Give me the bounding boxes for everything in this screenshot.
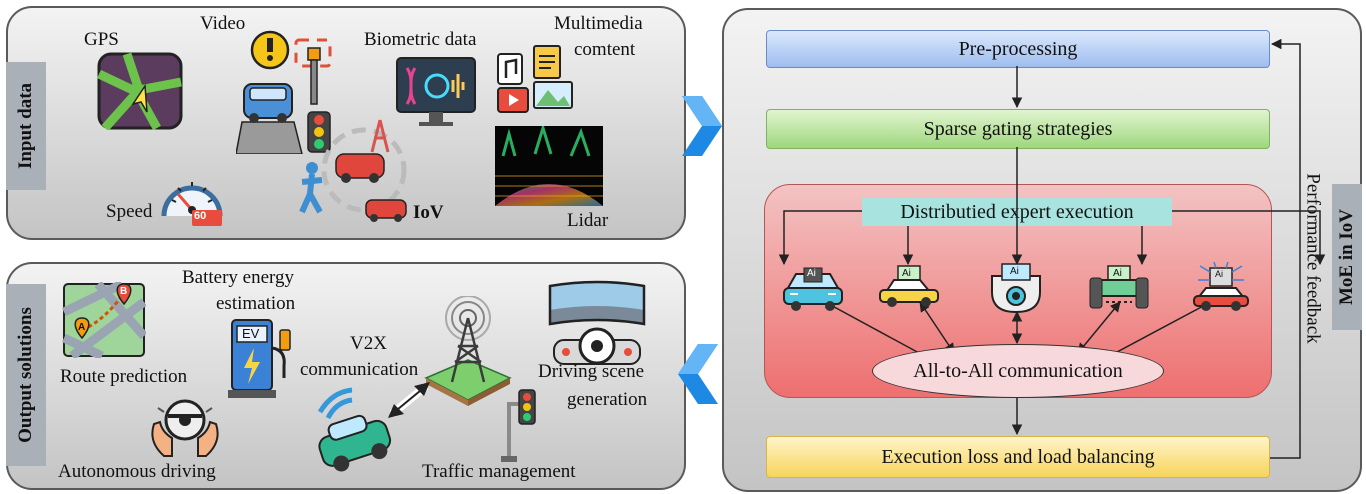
autonomous-driving-icon [151,399,219,457]
flow-arrows [778,38,1326,459]
expert-vehicle-ai-icon [879,265,939,307]
route-map-icon [62,282,146,358]
moe-in-iov-label: MoE in IoV [1332,184,1362,330]
biometric-label: Biometric data [364,29,477,50]
iov-network-icon [299,119,407,222]
battery-label-line2: estimation [216,293,296,314]
expert-robot-ai-icon [991,263,1041,314]
biometric-monitor-icon [396,57,476,126]
traffic-light-icon [307,111,331,153]
bidirectional-arrow-icon [388,382,430,418]
gps-map-icon [97,52,183,130]
expert-tag-3: Ai [1010,266,1019,277]
preprocessing-box: Pre-processing [766,30,1270,68]
speed-value: 60 [194,210,207,222]
video-label: Video [200,13,246,34]
all-to-all-ellipse: All-to-All communication [872,344,1164,398]
driving-scene-label-line2: generation [567,389,648,410]
traffic-signal-pole-icon [501,389,536,462]
route-pin-b-label: B [120,286,128,297]
iov-label: IoV [413,202,444,223]
execution-loss-box: Execution loss and load balancing [766,436,1270,478]
chevron-left-icon [678,344,718,404]
route-prediction-label: Route prediction [60,366,188,387]
driving-scene-icon [548,280,646,365]
expert-tag-1: Ai [807,268,816,279]
chevron-right-icon [682,96,722,156]
lidar-label: Lidar [567,210,609,231]
gps-label: GPS [84,29,119,50]
multimedia-label-line1: Multimedia [554,13,643,34]
expert-rover-ai-icon [1089,265,1149,309]
ev-tag: EV [242,326,260,341]
multimedia-content-icon [497,45,573,113]
multimedia-label-line2: comtent [574,39,636,60]
lidar-pointcloud-icon [495,126,603,206]
traffic-management-label: Traffic management [422,461,576,482]
v2x-tower-icon [424,296,512,406]
input-data-label: Input data [6,62,46,190]
v2x-label-line2: communication [300,359,419,380]
expert-tag-2: Ai [902,268,911,279]
driving-scene-label-line1: Driving scene [538,361,645,382]
v2x-car-icon [317,387,392,472]
route-pin-a-label: A [78,322,86,333]
expert-tag-5: Ai [1215,269,1224,279]
expert-car-ai-icon [783,267,843,311]
expert-chip-car-icon [1193,262,1249,311]
speed-label: Speed [106,201,153,222]
battery-label-line1: Battery energy [182,267,295,288]
autonomous-driving-label: Autonomous driving [58,461,216,482]
output-solutions-label: Output solutions [6,284,46,466]
v2x-label-line1: V2X [350,333,387,354]
speedometer-icon [161,182,223,226]
expert-tag-4: Ai [1113,268,1122,279]
ev-charger-icon [228,319,291,398]
video-camera-traffic-icon [236,30,332,154]
sparse-gating-box: Sparse gating strategies [766,109,1270,149]
